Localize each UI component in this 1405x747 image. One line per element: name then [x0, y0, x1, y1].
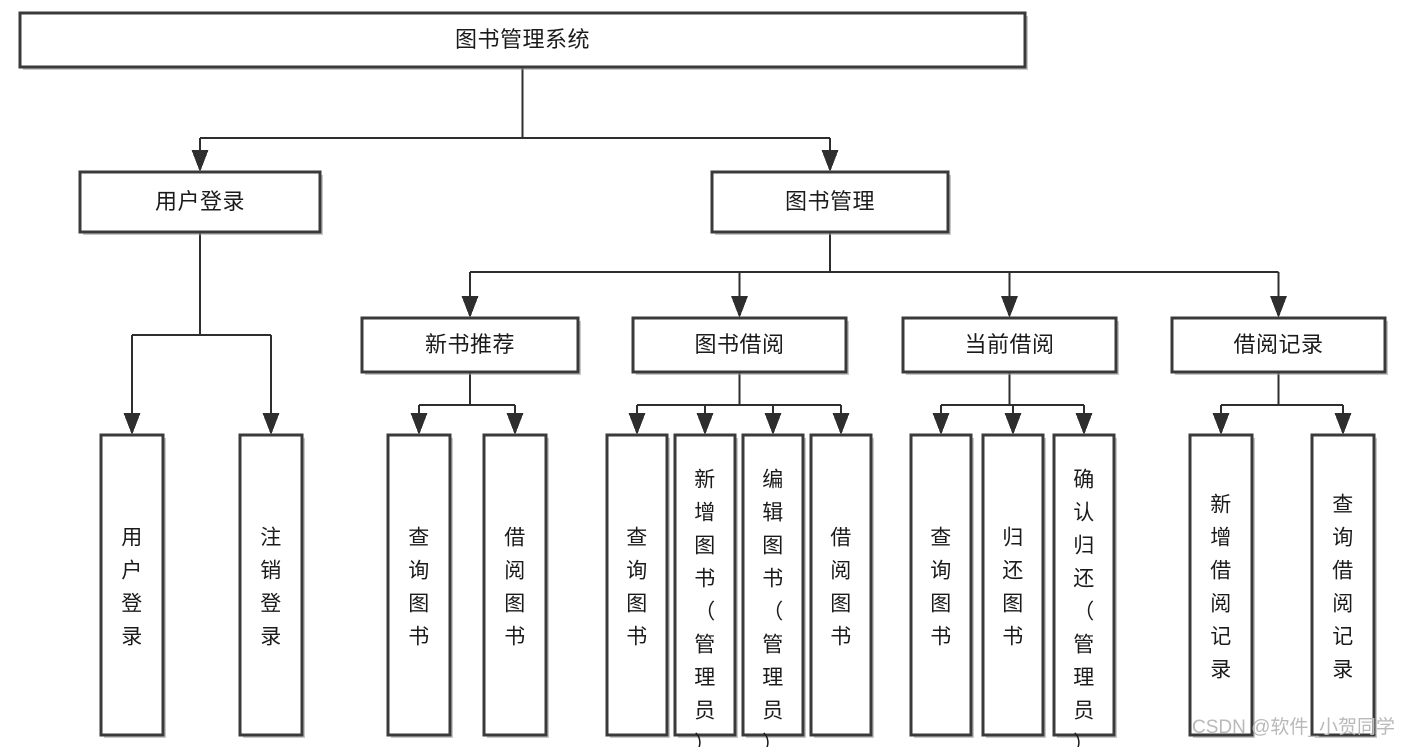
node-leaf-borrow-edit[interactable]: 编辑图书（管理员） — [741, 433, 806, 747]
node-label: 查询图书 — [626, 527, 648, 649]
arrow-head-icon — [932, 413, 950, 435]
node-leaf-cur-return[interactable]: 归还图书 — [981, 433, 1046, 738]
node-box[interactable] — [238, 433, 304, 737]
arrow-head-icon — [1001, 296, 1018, 318]
node-label: 确认归还（管理员） — [1073, 469, 1095, 747]
arrow-head-icon — [731, 296, 748, 318]
node-leaf-user-logout[interactable]: 注销登录 — [238, 433, 305, 738]
node-box[interactable] — [360, 316, 580, 374]
csdn-watermark: CSDN @软件_小贺同学 — [1192, 716, 1395, 738]
node-leaf-user-login[interactable]: 用户登录 — [99, 433, 166, 738]
arrow-head-icon — [262, 413, 280, 435]
node-box[interactable] — [981, 433, 1045, 737]
connector-group-book-borrow — [628, 372, 850, 435]
node-label: 用户登录 — [155, 189, 245, 214]
node-box[interactable] — [1170, 316, 1387, 374]
node-leaf-cur-confirm[interactable]: 确认归还（管理员） — [1052, 433, 1117, 747]
node-leaf-borrow-add[interactable]: 新增图书（管理员） — [673, 433, 738, 747]
node-box[interactable] — [673, 433, 737, 737]
node-label: 查询图书 — [930, 527, 952, 649]
arrow-head-icon — [764, 413, 782, 435]
node-label: 查询借阅记录 — [1332, 494, 1354, 682]
node-box[interactable] — [631, 316, 848, 374]
arrow-head-icon — [123, 413, 141, 435]
node-current-borrow[interactable]: 当前借阅 — [901, 316, 1119, 375]
node-leaf-rec-query[interactable]: 查询图书 — [386, 433, 453, 738]
node-leaf-rec-add[interactable]: 新增借阅记录 — [1188, 433, 1255, 738]
arrow-head-icon — [410, 413, 428, 435]
node-label: 借阅图书 — [504, 527, 526, 649]
node-label: 图书借阅 — [694, 332, 784, 357]
arrow-head-icon — [696, 413, 714, 435]
node-label: 用户登录 — [121, 527, 143, 649]
arrow-head-icon — [506, 413, 524, 435]
node-label: 新增借阅记录 — [1210, 494, 1232, 682]
node-label: 查询图书 — [408, 527, 430, 649]
node-leaf-rec-borrow[interactable]: 借阅图书 — [482, 433, 549, 738]
node-label: 归还图书 — [1002, 527, 1024, 649]
arrow-head-icon — [1212, 413, 1230, 435]
node-box[interactable] — [809, 433, 873, 737]
node-label: 注销登录 — [260, 527, 282, 649]
node-root[interactable]: 图书管理系统 — [18, 11, 1028, 70]
node-box[interactable] — [605, 433, 669, 737]
node-label: 借阅图书 — [830, 527, 852, 649]
node-box[interactable] — [99, 433, 165, 737]
node-box[interactable] — [1188, 433, 1254, 737]
connector-group-current-borrow — [932, 372, 1093, 435]
arrow-head-icon — [832, 413, 850, 435]
arrow-head-icon — [821, 150, 839, 172]
node-box[interactable] — [741, 433, 805, 737]
node-layer: 图书管理系统用户登录图书管理新书推荐图书借阅当前借阅借阅记录用户登录注销登录查询… — [18, 11, 1388, 747]
node-new-book-rec[interactable]: 新书推荐 — [360, 316, 581, 375]
connector-group-root — [191, 67, 839, 172]
connector-layer — [123, 67, 1352, 435]
node-label: 图书管理 — [785, 189, 875, 214]
node-box[interactable] — [78, 170, 322, 234]
node-leaf-cur-query[interactable]: 查询图书 — [909, 433, 974, 738]
node-box[interactable] — [386, 433, 452, 737]
node-leaf-borrow-do[interactable]: 借阅图书 — [809, 433, 874, 738]
connector-group-book-manage — [461, 232, 1287, 318]
node-borrow-record[interactable]: 借阅记录 — [1170, 316, 1388, 375]
arrow-head-icon — [461, 296, 479, 318]
node-box[interactable] — [710, 170, 950, 234]
connector-group-new-book-rec — [410, 372, 524, 435]
node-box[interactable] — [482, 433, 548, 737]
arrow-head-icon — [191, 150, 209, 172]
arrow-head-icon — [1270, 296, 1287, 318]
connector-group-user-login — [123, 232, 280, 435]
node-box[interactable] — [18, 11, 1027, 69]
node-box[interactable] — [1310, 433, 1376, 737]
arrow-head-icon — [1075, 413, 1093, 435]
node-label: 当前借阅 — [964, 332, 1054, 357]
node-leaf-rec-search[interactable]: 查询借阅记录 — [1310, 433, 1377, 738]
node-label: 编辑图书（管理员） — [762, 469, 784, 747]
node-book-manage[interactable]: 图书管理 — [710, 170, 951, 235]
node-user-login[interactable]: 用户登录 — [78, 170, 323, 235]
node-label: 借阅记录 — [1233, 332, 1323, 357]
connector-group-borrow-record — [1212, 372, 1352, 435]
arrow-head-icon — [1004, 413, 1022, 435]
node-box[interactable] — [1052, 433, 1116, 737]
node-book-borrow[interactable]: 图书借阅 — [631, 316, 849, 375]
node-box[interactable] — [901, 316, 1118, 374]
node-leaf-borrow-query[interactable]: 查询图书 — [605, 433, 670, 738]
node-label: 图书管理系统 — [455, 27, 590, 52]
node-label: 新增图书（管理员） — [694, 469, 716, 747]
node-box[interactable] — [909, 433, 973, 737]
arrow-head-icon — [1334, 413, 1352, 435]
arrow-head-icon — [628, 413, 646, 435]
node-label: 新书推荐 — [425, 332, 515, 357]
